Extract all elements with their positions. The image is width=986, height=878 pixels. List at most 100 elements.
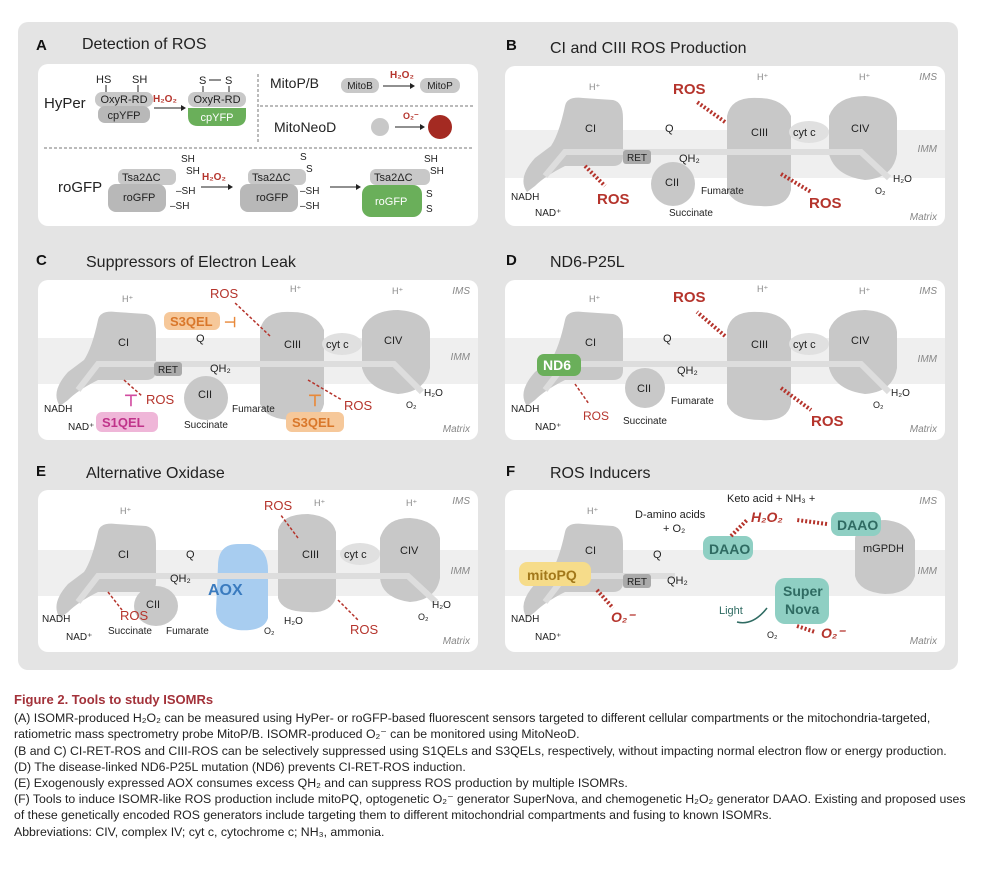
svg-text:O₂⁻: O₂⁻: [611, 609, 636, 625]
svg-text:H⁺: H⁺: [859, 72, 870, 82]
svg-text:H⁺: H⁺: [290, 284, 301, 294]
svg-text:ROS: ROS: [120, 608, 149, 623]
svg-text:NADH: NADH: [511, 614, 539, 625]
svg-text:⊤: ⊤: [124, 393, 138, 410]
svg-text:DAAO: DAAO: [837, 517, 878, 533]
svg-text:O₂: O₂: [767, 630, 778, 640]
svg-text:CII: CII: [665, 177, 679, 189]
svg-text:QH₂: QH₂: [677, 365, 698, 377]
cii-complex: [651, 162, 695, 206]
panel-b-diagram: IMS IMM Matrix CI CII CIII cyt c CIV H⁺ …: [505, 72, 945, 223]
panel-f-letter: F: [506, 463, 516, 480]
svg-text:CIII: CIII: [751, 127, 768, 139]
svg-text:Fumarate: Fumarate: [166, 626, 209, 637]
svg-text:MitoNeoD: MitoNeoD: [274, 119, 336, 135]
svg-text:Matrix: Matrix: [443, 424, 471, 435]
svg-text:IMM: IMM: [451, 352, 471, 363]
svg-text:OxyR-RD: OxyR-RD: [100, 94, 147, 106]
civ-complex: [829, 96, 897, 180]
svg-text:cpYFP: cpYFP: [200, 112, 233, 124]
s3qel-top-badge: [164, 312, 220, 330]
panel-f-title: ROS Inducers: [550, 465, 651, 482]
svg-text:–SH: –SH: [176, 186, 195, 197]
svg-text:Q: Q: [653, 549, 662, 561]
panel-c-diagram: IMS IMM Matrix CI CII CIII cyt c CIV H⁺ …: [38, 284, 478, 435]
panel-a-title: Detection of ROS: [82, 36, 207, 53]
svg-text:ROS: ROS: [597, 191, 630, 208]
svg-text:CIV: CIV: [384, 335, 403, 347]
svg-text:MitoP: MitoP: [427, 81, 453, 92]
svg-text:D-amino acids: D-amino acids: [635, 509, 706, 521]
svg-text:H₂O: H₂O: [893, 174, 912, 185]
svg-text:NADH: NADH: [511, 404, 539, 415]
svg-text:RET: RET: [627, 153, 647, 164]
svg-text:Succinate: Succinate: [669, 208, 713, 219]
panel-f-box: IMS IMM Matrix DAAO mGPDH DAAO Super Nov…: [505, 490, 945, 652]
aox-complex: [216, 544, 268, 631]
svg-text:roGFP: roGFP: [58, 179, 102, 196]
svg-text:S: S: [300, 152, 307, 163]
panel-d-title: ND6-P25L: [550, 254, 625, 271]
oxyr-box-1: [95, 92, 153, 107]
svg-text:Nova: Nova: [785, 601, 819, 617]
svg-text:S: S: [306, 164, 313, 175]
svg-text:H₂O₂: H₂O₂: [390, 70, 414, 81]
svg-text:Tsa2ΔC: Tsa2ΔC: [374, 172, 413, 184]
panel-c-letter: C: [36, 252, 47, 269]
svg-text:CIII: CIII: [302, 549, 319, 561]
svg-text:ROS: ROS: [344, 398, 373, 413]
svg-text:Matrix: Matrix: [910, 212, 938, 223]
svg-text:SH: SH: [186, 166, 200, 177]
svg-text:H⁺: H⁺: [587, 506, 598, 516]
svg-text:RET: RET: [627, 577, 647, 588]
panel-d-box: IMS IMM Matrix ND6 CI CII CIII cyt c CIV…: [505, 280, 945, 440]
svg-text:roGFP: roGFP: [256, 192, 288, 204]
svg-text:CIII: CIII: [751, 339, 768, 351]
panel-b-box: IMS IMM Matrix CI CII CIII cyt c CIV H⁺ …: [505, 66, 945, 226]
svg-text:H₂O: H₂O: [284, 616, 303, 627]
svg-text:ROS: ROS: [583, 409, 609, 423]
svg-text:H₂O₂: H₂O₂: [202, 172, 226, 183]
svg-text:ND6: ND6: [543, 357, 571, 373]
caption-line-bc: (B and C) CI-RET-ROS and CIII-ROS can be…: [14, 743, 947, 758]
panel-f-diagram: IMS IMM Matrix DAAO mGPDH DAAO Super Nov…: [505, 493, 945, 647]
svg-text:CII: CII: [198, 389, 212, 401]
svg-text:O₂: O₂: [264, 626, 275, 636]
svg-text:cyt c: cyt c: [793, 127, 816, 139]
svg-text:cyt c: cyt c: [344, 549, 367, 561]
svg-text:cyt c: cyt c: [326, 339, 349, 351]
svg-text:Matrix: Matrix: [910, 636, 938, 647]
supernova-badge: [775, 578, 829, 624]
panel-d-diagram: IMS IMM Matrix ND6 CI CII CIII cyt c CIV…: [505, 284, 945, 435]
svg-text:H₂O: H₂O: [424, 388, 443, 399]
svg-text:Light: Light: [719, 605, 743, 617]
svg-text:CI: CI: [118, 337, 129, 349]
svg-text:IMS: IMS: [919, 286, 937, 297]
svg-text:QH₂: QH₂: [170, 573, 191, 585]
svg-text:SH: SH: [430, 166, 444, 177]
daao-badge-top: [831, 512, 881, 536]
svg-text:CIV: CIV: [400, 545, 419, 557]
mitoneod-red-dot: [428, 115, 452, 139]
svg-text:H₂O₂: H₂O₂: [153, 94, 177, 105]
svg-text:O₂: O₂: [418, 612, 429, 622]
svg-text:CIII: CIII: [284, 339, 301, 351]
svg-text:DAAO: DAAO: [709, 541, 750, 557]
svg-text:H⁺: H⁺: [859, 286, 870, 296]
svg-text:ROS: ROS: [809, 195, 842, 212]
svg-text:Tsa2ΔC: Tsa2ΔC: [252, 172, 291, 184]
figure-caption: Figure 2. Tools to study ISOMRs (A) ISOM…: [14, 692, 974, 840]
svg-text:cpYFP: cpYFP: [107, 110, 140, 122]
svg-text:SH: SH: [132, 74, 147, 86]
svg-text:S: S: [426, 204, 433, 215]
svg-text:ROS: ROS: [673, 81, 706, 98]
panel-e-box: IMS IMM Matrix CI CII CIII cyt c CIV H⁺ …: [38, 490, 478, 652]
svg-text:QH₂: QH₂: [210, 363, 231, 375]
svg-text:MitoP/B: MitoP/B: [270, 75, 319, 91]
caption-title: Figure 2. Tools to study ISOMRs: [14, 692, 214, 707]
svg-text:NAD⁺: NAD⁺: [535, 208, 561, 219]
svg-text:–SH: –SH: [300, 201, 319, 212]
svg-text:CII: CII: [146, 599, 160, 611]
svg-text:ROS: ROS: [811, 413, 844, 430]
panel-b-title: CI and CIII ROS Production: [550, 40, 747, 57]
